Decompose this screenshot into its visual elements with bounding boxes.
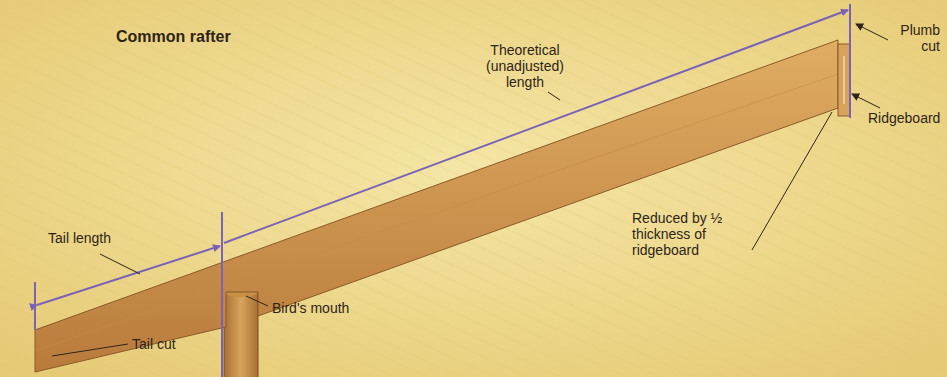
part-label: Bird's mouth	[272, 300, 349, 316]
measure-lines	[35, 4, 850, 377]
length-label: Tail length	[48, 230, 111, 246]
part-label: Ridgeboard	[868, 110, 940, 126]
rafter-board	[35, 40, 838, 372]
length-label: Theoretical (unadjusted) length	[470, 42, 580, 90]
part-label: Tail cut	[132, 336, 176, 352]
leader-lines	[52, 24, 888, 356]
note-label: Reduced by ½ thickness of ridgeboard	[632, 210, 756, 258]
wall-post	[224, 287, 258, 377]
part-label: Plumb cut	[888, 22, 940, 54]
diagram-title: Common rafter	[116, 28, 231, 46]
ridgeboard	[838, 44, 850, 116]
